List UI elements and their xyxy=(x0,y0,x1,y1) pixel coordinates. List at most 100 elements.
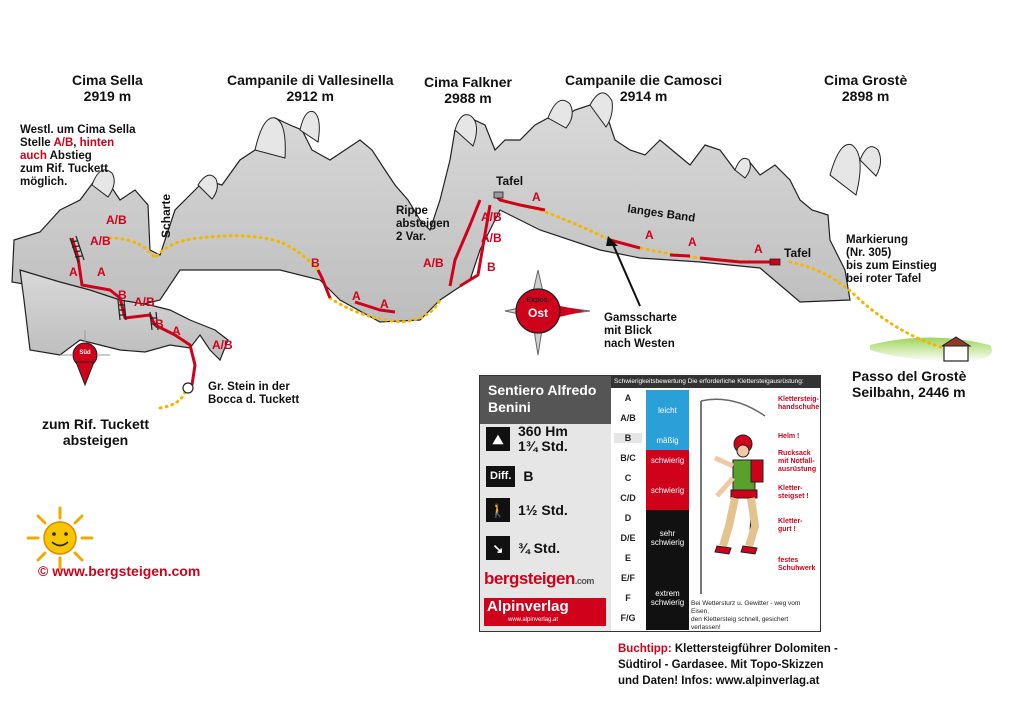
markierung-note: Markierung (Nr. 305) bis zum Einstieg be… xyxy=(846,234,937,286)
expos-direction: Ost xyxy=(527,306,548,320)
west-note-highlight: auch xyxy=(20,150,47,162)
scale-band: schwierig xyxy=(646,450,689,470)
grade-label: B xyxy=(155,317,164,331)
markierung-line: (Nr. 305) xyxy=(846,247,892,259)
west-note-line: auch Abstieg xyxy=(20,150,135,163)
grade-label: A/B xyxy=(106,213,127,227)
grade-label: A xyxy=(380,297,389,311)
grade-label: A/B xyxy=(481,210,502,224)
alpinverlag-logo[interactable]: Alpinverlag www.alpinverlag.at xyxy=(484,598,606,626)
meadow xyxy=(870,337,992,362)
peak-altitude: 2988 m xyxy=(444,90,492,106)
gamsscharte-arrowhead xyxy=(606,236,618,246)
route-title-line: Sentiero Alfredo xyxy=(488,382,597,398)
copyright-link[interactable]: © www.bergsteigen.com xyxy=(38,563,201,579)
grade-label: A/B xyxy=(134,295,155,309)
ascent-meters: 360 Hm xyxy=(518,423,568,439)
peak-name: Cima Sella xyxy=(72,72,143,88)
tuckett-label: zum Rif. Tuckett absteigen xyxy=(42,416,149,448)
grade-label: B xyxy=(487,260,496,274)
west-note-line: Stelle A/B, hinten xyxy=(20,137,135,150)
traverse-row: 🚶 1½ Std. xyxy=(486,498,568,522)
tuckett-line: absteigen xyxy=(62,432,129,448)
peak-cima-sella: Cima Sella 2919 m xyxy=(72,72,143,104)
scale-grade: C/D xyxy=(620,493,636,503)
scale-band: mäßig xyxy=(646,430,689,450)
peak-altitude: 2914 m xyxy=(619,88,668,104)
sun-logo-icon xyxy=(26,506,94,570)
alpinverlag-url: www.alpinverlag.at xyxy=(508,617,559,623)
hiker-icon: 🚶 xyxy=(486,498,510,522)
grade-label: A/B xyxy=(90,234,111,248)
rock-towers xyxy=(91,92,882,200)
tafel-sign-1 xyxy=(493,191,504,199)
expos-label: Expos. Ost xyxy=(516,296,560,320)
grade-label: A xyxy=(688,235,697,249)
alpinverlag-word: Alpinverlag xyxy=(487,598,569,615)
sued-label: Süd xyxy=(79,350,91,356)
scale-grade: B/C xyxy=(620,453,636,463)
peak-altitude: 2919 m xyxy=(83,88,132,104)
west-note-text: Stelle xyxy=(20,137,54,149)
markierung-line: Markierung xyxy=(846,234,908,246)
west-note-grade: A/B xyxy=(53,137,74,149)
grade-label: A xyxy=(172,324,181,338)
buchtipp-line: Südtirol - Gardasee. Mit Topo-Skizzen xyxy=(618,659,824,671)
climber-icon: ⛰ xyxy=(486,427,510,451)
grade-label: A xyxy=(532,190,541,204)
buchtipp: Buchtipp: Klettersteigführer Dolomiten -… xyxy=(618,641,838,689)
difficulty-value: B xyxy=(523,468,534,484)
scale-grade-current: B xyxy=(614,433,642,443)
ferrata-route xyxy=(70,193,770,386)
peak-altitude: 2912 m xyxy=(286,88,334,104)
scale-footer-line: Bei Wettersturz u. Gewitter - weg vom Ei… xyxy=(691,600,801,615)
gear-label: Klettersteig- xyxy=(778,396,819,403)
grade-label: B xyxy=(311,256,320,270)
descent-time: ¾ Std. xyxy=(518,539,561,556)
tuckett-line: zum Rif. Tuckett xyxy=(42,416,150,432)
rippe-note: Rippe absteigen 2 Var. xyxy=(396,205,450,244)
bergsteigen-logo[interactable]: bergsteigen.com xyxy=(484,569,594,589)
west-note-text: Abstieg xyxy=(46,150,92,162)
stein-marker xyxy=(182,382,194,394)
grade-label: A/B xyxy=(212,338,233,352)
sued-marker-icon xyxy=(60,330,110,387)
west-note-highlight: hinten xyxy=(79,137,115,149)
gear-label: Rucksack xyxy=(778,450,811,457)
info-panel: Sentiero Alfredo Benini ⛰ 360 Hm 1¾ Std.… xyxy=(479,375,821,632)
peak-name: Cima Falkner xyxy=(424,74,512,90)
logo-word: bergsteigen xyxy=(484,569,575,588)
rippe-line: absteigen xyxy=(396,218,450,230)
gear-label: Schuhwerk xyxy=(778,565,816,572)
ascent-row: ⛰ 360 Hm 1¾ Std. xyxy=(486,424,568,454)
peak-name: Campanile di Vallesinella xyxy=(227,72,394,88)
markierung-line: bei roter Tafel xyxy=(846,273,922,285)
gear-label: gurt ! xyxy=(778,526,796,533)
gear-label: mit Notfall- xyxy=(778,458,815,465)
gamsscharte-arrow xyxy=(611,241,641,307)
stein-note: Gr. Stein in der Bocca d. Tuckett xyxy=(208,381,299,407)
gear-label: ausrüstung xyxy=(778,466,817,473)
descent-hiker-icon: ↘ xyxy=(486,536,510,560)
compass-icon xyxy=(504,269,591,356)
ladders xyxy=(69,235,159,331)
tafel-label-2: Tafel xyxy=(784,246,812,260)
peak-name: Cima Grostè xyxy=(824,72,908,88)
buchtipp-label: Buchtipp: xyxy=(618,643,672,655)
gamsscharte-note: Gamsscharte mit Blick nach Westen xyxy=(604,312,677,351)
gamsscharte-line: mit Blick xyxy=(604,325,652,337)
approach-paths xyxy=(108,198,946,410)
passo-name: Passo del Grostè xyxy=(852,368,967,384)
gear-label: handschuhe xyxy=(778,404,820,411)
cable-car-station xyxy=(940,336,972,362)
scale-band: extrem schwierig xyxy=(646,566,689,630)
ascent-time: 1¾ Std. xyxy=(518,438,568,454)
difficulty-scale: Schwierigkeitsbewertung Die erforderlich… xyxy=(611,376,820,631)
west-note-line: möglich. xyxy=(20,176,68,188)
scale-grade: F/G xyxy=(620,613,636,623)
diff-badge: Diff. xyxy=(486,466,516,487)
ascent-text: 360 Hm 1¾ Std. xyxy=(518,424,568,454)
gear-label: Kletter- xyxy=(778,518,803,525)
grade-label: A xyxy=(645,228,654,242)
